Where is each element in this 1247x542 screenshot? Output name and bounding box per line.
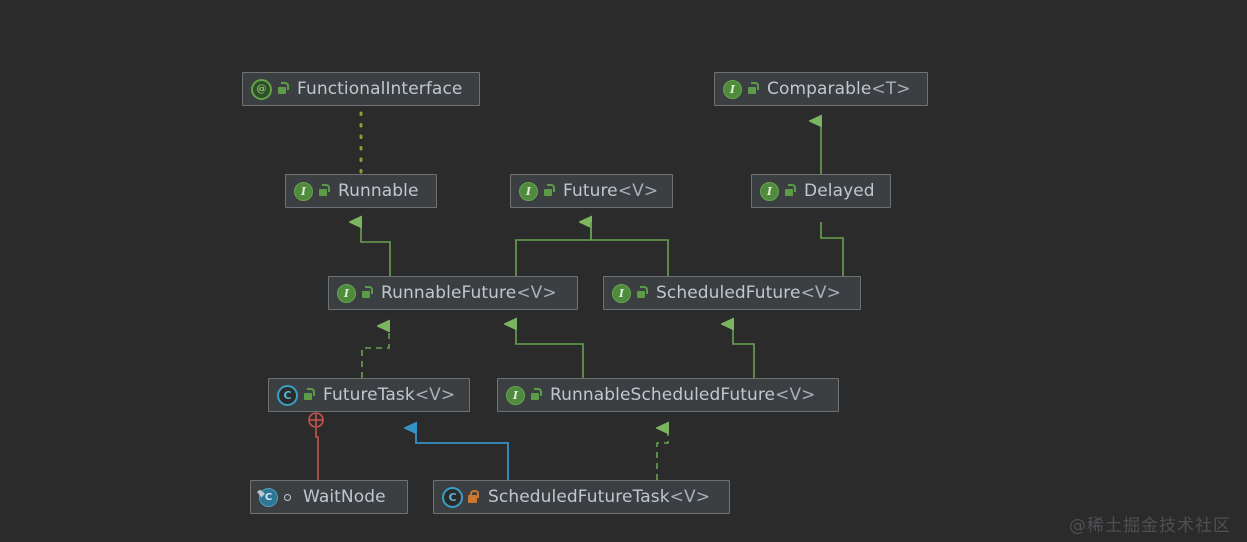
node-future[interactable]: I Future<V> <box>510 174 673 208</box>
node-delayed[interactable]: I Delayed <box>751 174 891 208</box>
node-wait-node[interactable]: C WaitNode <box>250 480 408 514</box>
public-lock-icon <box>746 82 759 96</box>
annotation-icon: @ <box>251 78 272 100</box>
node-label: ScheduledFutureTask<V> <box>488 487 711 507</box>
public-lock-icon <box>276 82 289 96</box>
package-private-icon <box>282 490 294 504</box>
public-lock-icon <box>529 388 542 402</box>
node-label: Comparable<T> <box>767 79 911 99</box>
interface-icon: I <box>506 385 525 405</box>
interface-icon: I <box>519 181 538 201</box>
public-lock-icon <box>635 286 648 300</box>
node-label: Runnable <box>338 181 419 201</box>
edge-scheduledfuture-delayed <box>820 222 844 276</box>
node-label: RunnableScheduledFuture<V> <box>550 385 816 405</box>
public-lock-icon <box>783 184 796 198</box>
interface-icon: I <box>612 283 631 303</box>
class-icon: C <box>277 384 298 406</box>
edge-scheduledfuturetask-futuretask <box>416 428 509 480</box>
edge-futuretask-runnablefuture <box>361 326 389 378</box>
edge-scheduledfuture-future <box>590 222 669 276</box>
public-lock-icon <box>542 184 555 198</box>
watermark: @稀土掘金技术社区 <box>1069 516 1231 536</box>
node-label: FutureTask<V> <box>323 385 456 405</box>
node-label: WaitNode <box>303 487 386 507</box>
interface-icon: I <box>294 181 313 201</box>
node-scheduled-future[interactable]: I ScheduledFuture<V> <box>603 276 861 310</box>
node-runnable-future[interactable]: I RunnableFuture<V> <box>328 276 578 310</box>
public-lock-icon <box>317 184 330 198</box>
node-runnable[interactable]: I Runnable <box>285 174 437 208</box>
inner-class-icon: C <box>259 487 278 507</box>
public-lock-icon <box>302 388 315 402</box>
node-comparable[interactable]: I Comparable<T> <box>714 72 928 106</box>
edge-runnablefuture-future <box>515 222 591 276</box>
node-label: RunnableFuture<V> <box>381 283 557 303</box>
node-label: Delayed <box>804 181 875 201</box>
interface-icon: I <box>723 79 742 99</box>
class-icon: C <box>442 486 463 508</box>
node-label: Future<V> <box>563 181 659 201</box>
edge-scheduledfuturetask-runnablescheduledfuture <box>657 428 668 480</box>
edge-waitnode-futuretask <box>308 412 324 480</box>
edge-runnablescheduledfuture-runnablefuture <box>516 324 584 378</box>
node-functional-interface[interactable]: @ FunctionalInterface <box>242 72 480 106</box>
interface-icon: I <box>760 181 779 201</box>
public-lock-icon <box>360 286 373 300</box>
private-lock-icon <box>467 490 479 504</box>
node-label: ScheduledFuture<V> <box>656 283 841 303</box>
node-label: FunctionalInterface <box>297 79 463 99</box>
node-future-task[interactable]: C FutureTask<V> <box>268 378 470 412</box>
interface-icon: I <box>337 283 356 303</box>
node-runnable-scheduled-future[interactable]: I RunnableScheduledFuture<V> <box>497 378 839 412</box>
node-scheduled-future-task[interactable]: C ScheduledFutureTask<V> <box>433 480 730 514</box>
edge-runnablescheduledfuture-scheduledfuture <box>733 324 755 378</box>
edge-runnablefuture-runnable <box>361 222 391 276</box>
